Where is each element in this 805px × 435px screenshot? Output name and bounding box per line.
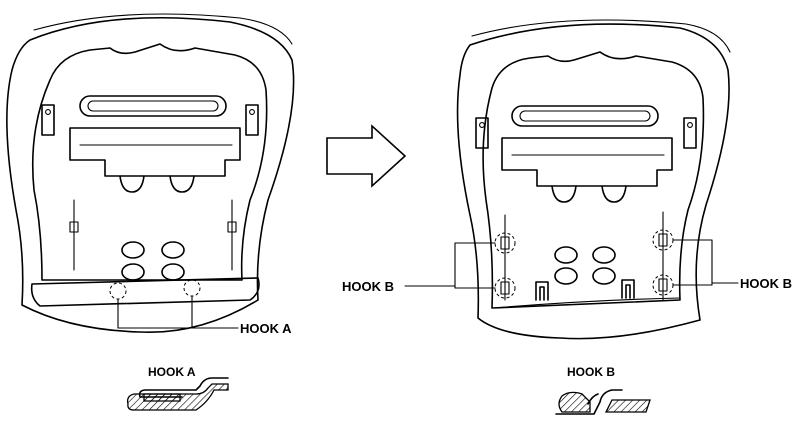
transition-arrow: [326, 124, 407, 188]
hook-b-marker-left-lower: [494, 277, 516, 299]
detail-hook-b-title: HOOK B: [567, 365, 615, 379]
hook-a-marker-right: [183, 279, 201, 297]
hook-b-marker-left-upper: [494, 232, 516, 254]
detail-hook-a-title: HOOK A: [148, 365, 196, 379]
detail-hook-b-section: [555, 389, 651, 415]
detail-hook-a-section: [126, 377, 229, 411]
hook-b-label-right: HOOK B: [740, 276, 792, 291]
right-pad-back-view: [404, 19, 739, 340]
hook-b-label-left: HOOK B: [342, 279, 394, 294]
hook-a-marker-left: [109, 282, 127, 300]
left-pad-back-view: [6, 13, 295, 334]
hook-a-label: HOOK A: [240, 321, 292, 336]
